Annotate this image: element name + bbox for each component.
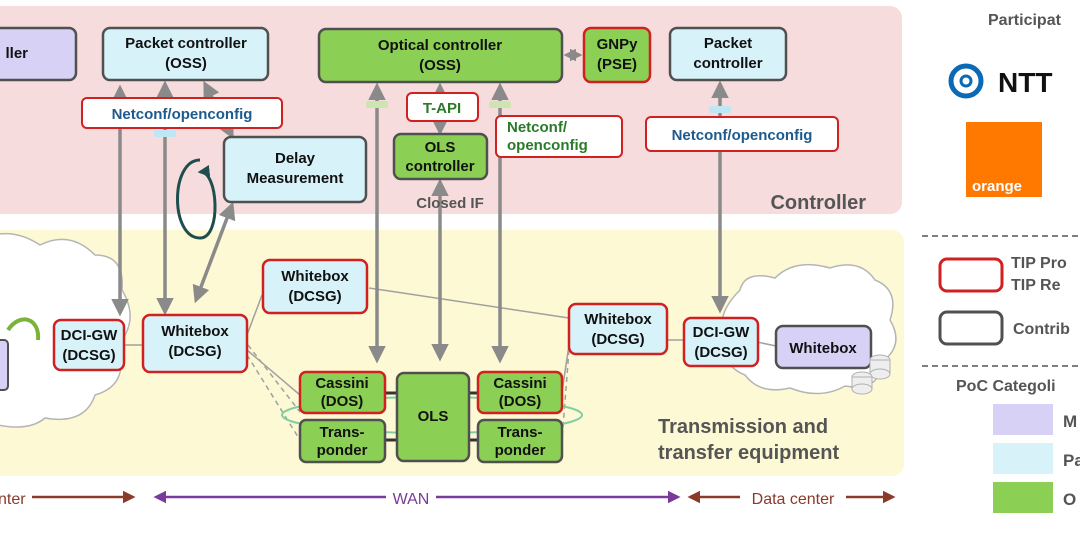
svg-text:nter: nter <box>0 491 26 508</box>
transmission-title-line1: Transmission and <box>658 416 828 438</box>
ols-node[interactable]: OLS <box>395 371 471 463</box>
svg-text:OLS: OLS <box>418 408 449 425</box>
svg-text:controller: controller <box>405 158 474 175</box>
svg-text:Data center: Data center <box>752 491 835 508</box>
optical-controller-oss-node[interactable]: Optical controller (OSS) <box>317 27 564 84</box>
svg-text:(DCSG): (DCSG) <box>694 344 747 361</box>
svg-text:Netconf/: Netconf/ <box>507 119 568 136</box>
packet-controller-oss-node[interactable]: Packet controller (OSS) <box>101 26 270 82</box>
delay-cycle-icon <box>176 158 217 240</box>
controller-left-label: ller <box>5 45 28 62</box>
transponder-left-node[interactable]: Trans- ponder <box>298 418 387 464</box>
svg-text:Cassini: Cassini <box>315 375 368 392</box>
svg-text:Trans-: Trans- <box>497 424 542 441</box>
svg-text:Netconf/openconfig: Netconf/openconfig <box>672 127 813 144</box>
ntt-logo: NTT <box>948 63 1052 99</box>
poc-category-title: PoC Categoli <box>956 378 1056 395</box>
closed-if-label: Closed IF <box>416 195 484 212</box>
svg-text:(DOS): (DOS) <box>321 393 364 410</box>
legend-category-2: Pa <box>993 443 1080 474</box>
whitebox-dc-node[interactable]: Whitebox <box>774 324 873 370</box>
svg-text:TIP Re: TIP Re <box>1011 277 1061 294</box>
legend-category-3: O <box>993 482 1076 513</box>
delay-measurement-node[interactable]: Delay Measurement <box>222 135 368 204</box>
svg-text:ponder: ponder <box>495 442 546 459</box>
dci-gw-left-node[interactable]: DCI-GW (DCSG) <box>52 318 126 372</box>
svg-text:Pa: Pa <box>1063 451 1080 470</box>
svg-text:(OSS): (OSS) <box>165 55 207 72</box>
svg-text:Whitebox: Whitebox <box>584 311 652 328</box>
svg-text:Whitebox: Whitebox <box>161 323 229 340</box>
svg-text:(DCSG): (DCSG) <box>168 343 221 360</box>
svg-text:Contrib: Contrib <box>1013 321 1070 338</box>
svg-text:Netconf/openconfig: Netconf/openconfig <box>112 106 253 123</box>
transponder-right-node[interactable]: Trans- ponder <box>476 418 564 464</box>
svg-text:Delay: Delay <box>275 150 316 167</box>
svg-text:ponder: ponder <box>317 442 368 459</box>
cassini-right-node[interactable]: Cassini (DOS) <box>476 370 564 415</box>
controller-title: Controller <box>770 192 866 214</box>
svg-text:controller: controller <box>693 55 762 72</box>
transmission-title-line2: transfer equipment <box>658 442 839 464</box>
ntt-logo-text: NTT <box>998 67 1052 98</box>
svg-text:(DOS): (DOS) <box>499 393 542 410</box>
orange-logo-text: orange <box>972 178 1022 195</box>
svg-text:Cassini: Cassini <box>493 375 546 392</box>
svg-text:(DCSG): (DCSG) <box>288 288 341 305</box>
arrow-delay-whitebox <box>192 201 236 304</box>
storage-icon <box>851 354 891 395</box>
left-server-partial <box>0 339 9 391</box>
participants-title: Participat <box>988 12 1062 29</box>
svg-text:(DCSG): (DCSG) <box>62 347 115 364</box>
controller-left-node[interactable]: ller <box>0 26 78 82</box>
svg-text:M: M <box>1063 412 1077 431</box>
orange-logo: orange <box>966 122 1042 197</box>
svg-text:Measurement: Measurement <box>247 170 344 187</box>
legend-category-1: M <box>993 404 1077 435</box>
packet-controller-right-node[interactable]: Packet controller <box>668 26 788 82</box>
whitebox-top-node[interactable]: Whitebox (DCSG) <box>261 258 369 315</box>
left-cycle-icon <box>6 317 41 341</box>
legend-contrib-key: Contrib <box>938 310 1070 346</box>
gnpy-node[interactable]: GNPy (PSE) <box>582 26 652 84</box>
svg-text:DCI-GW: DCI-GW <box>693 324 750 341</box>
interface-markers <box>366 101 511 108</box>
svg-text:DCI-GW: DCI-GW <box>61 327 118 344</box>
svg-text:Optical controller: Optical controller <box>378 37 502 54</box>
netconf-mid-label: Netconf/ openconfig <box>495 115 623 158</box>
svg-text:(DCSG): (DCSG) <box>591 331 644 348</box>
svg-text:(OSS): (OSS) <box>419 57 461 74</box>
svg-text:GNPy: GNPy <box>597 36 639 53</box>
svg-text:Packet: Packet <box>704 35 752 52</box>
svg-text:Packet controller: Packet controller <box>125 35 247 52</box>
span-left: nter <box>0 488 136 508</box>
svg-text:WAN: WAN <box>393 491 430 508</box>
svg-text:Trans-: Trans- <box>319 424 364 441</box>
whitebox-left-node[interactable]: Whitebox (DCSG) <box>141 313 249 374</box>
ols-controller-node[interactable]: OLS controller <box>392 132 489 181</box>
cassini-left-node[interactable]: Cassini (DOS) <box>298 370 387 415</box>
svg-text:Whitebox: Whitebox <box>789 340 857 357</box>
svg-text:Whitebox: Whitebox <box>281 268 349 285</box>
span-right: Data center <box>687 487 896 509</box>
tapi-label: T-API <box>406 92 479 122</box>
whitebox-right-node[interactable]: Whitebox (DCSG) <box>567 302 669 356</box>
legend-tip-key: TIP Pro TIP Re <box>938 255 1067 294</box>
svg-text:openconfig: openconfig <box>507 137 588 154</box>
netconf-left-label: Netconf/openconfig <box>81 97 283 129</box>
svg-text:TIP Pro: TIP Pro <box>1011 255 1067 272</box>
netconf-right-label: Netconf/openconfig <box>645 116 839 152</box>
svg-text:O: O <box>1063 490 1076 509</box>
svg-text:(PSE): (PSE) <box>597 56 637 73</box>
svg-text:OLS: OLS <box>425 139 456 156</box>
span-wan: WAN <box>153 487 681 509</box>
svg-text:T-API: T-API <box>423 100 461 117</box>
dci-gw-right-node[interactable]: DCI-GW (DCSG) <box>682 316 760 368</box>
